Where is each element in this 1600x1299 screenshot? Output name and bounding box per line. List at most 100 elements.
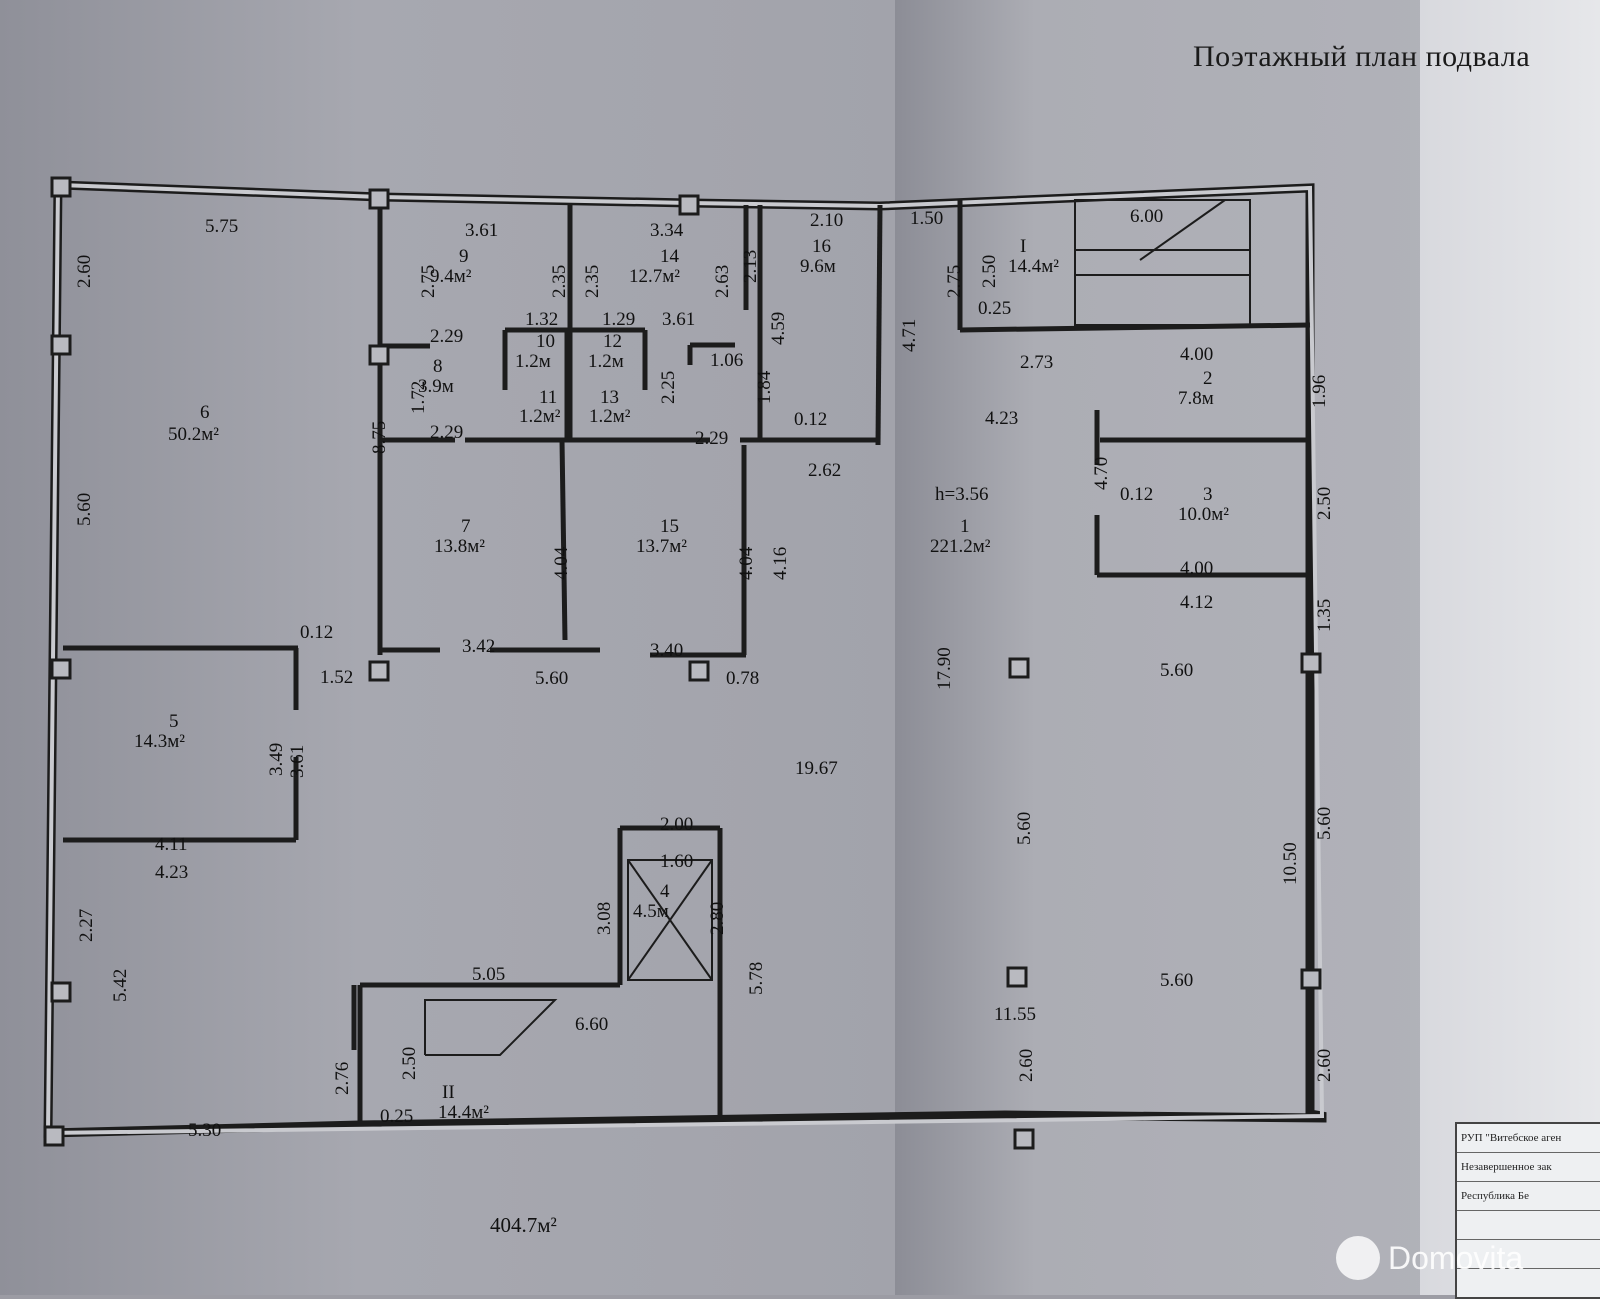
dimension: 2.60	[74, 255, 95, 288]
dimension: 0.12	[300, 622, 333, 643]
staircase-bottom	[424, 999, 558, 1056]
room-label: 8	[433, 356, 443, 377]
stamp-line	[1457, 1211, 1600, 1240]
paper-sheet-edge	[1420, 0, 1600, 1295]
staircase-top	[1074, 199, 1251, 326]
dimension: 1.72	[408, 381, 429, 414]
room-area: 13.8м²	[434, 536, 485, 557]
room-area: 12.7м²	[629, 266, 680, 287]
dimension: 4.12	[1180, 592, 1213, 613]
dimension: 4.71	[899, 319, 920, 352]
dimension: 2.50	[1314, 487, 1335, 520]
dimension: 2.62	[808, 460, 841, 481]
room-label: 9	[459, 246, 469, 267]
room-area: 1.2м²	[589, 406, 631, 427]
dimension: 2.27	[76, 909, 97, 942]
dimension: 4.16	[770, 547, 791, 580]
dimension: 4.00	[1180, 344, 1213, 365]
dimension: 2.29	[430, 326, 463, 347]
dimension: 6.00	[1130, 206, 1163, 227]
domovita-logo-icon	[1336, 1236, 1380, 1280]
dimension: 0.25	[978, 298, 1011, 319]
room-area: 4.5м	[633, 901, 669, 922]
dimension: 0.12	[1120, 484, 1153, 505]
dimension: 2.29	[695, 428, 728, 449]
room-labels: 6 50.2м² 9 9.4м² 14 12.7м² 16 9.6м I 14.…	[134, 236, 1229, 1123]
dimension: 2.75	[418, 265, 439, 298]
dimension: 1.06	[710, 350, 743, 371]
room-label: 12	[603, 331, 622, 352]
room-label: 6	[200, 402, 210, 423]
dimension: 5.60	[1160, 970, 1193, 991]
dimension: 0.78	[726, 668, 759, 689]
dimension: 2.60	[1314, 1049, 1335, 1082]
dimension: 5.60	[535, 668, 568, 689]
dimension: 3.08	[594, 902, 615, 935]
paper-sheet-right	[895, 0, 1455, 1295]
room-label: 2	[1203, 368, 1213, 389]
room-label: 3	[1203, 484, 1213, 505]
dimension: 0.12	[794, 409, 827, 430]
dimension: 1.35	[1314, 599, 1335, 632]
stamp-line: РУП "Витебское аген	[1457, 1124, 1600, 1153]
dimension: 2.35	[582, 265, 603, 298]
dimension: 0.25	[380, 1106, 413, 1127]
total-area: 404.7м²	[490, 1213, 557, 1237]
dimension: 17.90	[934, 647, 955, 690]
room-area: 14.3м²	[134, 731, 185, 752]
dimension: 2.76	[332, 1062, 353, 1095]
dimension: 5.78	[746, 962, 767, 995]
dimension-labels: 5.75 2.60 3.61 2.75 2.35 2.35 3.34 2.63 …	[74, 206, 1335, 1141]
stamp-line: Незавершенное зак	[1457, 1153, 1600, 1182]
room-area: 50.2м²	[168, 424, 219, 445]
dimension: 2.75	[944, 265, 965, 298]
room-label: 16	[812, 236, 831, 257]
dimension: 4.04	[551, 546, 572, 580]
room-area: 1.2м	[588, 351, 624, 372]
dimension: 10.50	[1280, 842, 1301, 885]
watermark-text: Domovita	[1388, 1239, 1524, 1276]
dimension: 2.63	[712, 265, 733, 298]
room-label: 10	[536, 331, 555, 352]
room-label: 11	[539, 387, 557, 408]
dimension: 4.00	[1180, 558, 1213, 579]
room-area: 14.4м²	[438, 1102, 489, 1123]
dimension: 1.29	[602, 309, 635, 330]
dimension: 11.55	[994, 1004, 1036, 1025]
stamp-line: Республика Бе	[1457, 1182, 1600, 1211]
dimension: 4.23	[985, 408, 1018, 429]
room-area: 10.0м²	[1178, 504, 1229, 525]
dimension: 4.04	[736, 546, 757, 580]
dimension: 2.73	[1020, 352, 1053, 373]
dimension: 2.00	[660, 814, 693, 835]
dimension: 1.84	[754, 370, 775, 404]
interior-walls	[63, 200, 1311, 1125]
dimension: 5.60	[1314, 807, 1335, 840]
watermark: Domovita	[1336, 1236, 1523, 1280]
dimension: 2.80	[707, 902, 728, 935]
room-label: 13	[600, 387, 619, 408]
dimension: 8.75	[369, 421, 390, 454]
room-area: 221.2м²	[930, 536, 991, 557]
dimension: 4.70	[1091, 457, 1112, 490]
columns	[43, 176, 1322, 1150]
dimension: 19.67	[795, 758, 838, 779]
elevator-shaft	[627, 859, 713, 981]
outer-walls	[43, 180, 1327, 1138]
room-label: 1	[960, 516, 970, 537]
dimension: 5.60	[1160, 660, 1193, 681]
room-area: 3.9м	[418, 376, 454, 397]
dimension: 3.49	[266, 743, 287, 776]
room-label: 7	[461, 516, 471, 537]
dimension: 5.05	[472, 964, 505, 985]
dimension: 1.96	[1309, 375, 1330, 408]
dimension: 3.61	[465, 220, 498, 241]
room-label: 4	[660, 881, 670, 902]
dimension: 2.35	[549, 265, 570, 298]
room-label: 5	[169, 711, 179, 732]
dimension: 1.52	[320, 667, 353, 688]
dimension: 1.50	[910, 208, 943, 229]
plan-title: Поэтажный план подвала	[1193, 40, 1531, 73]
room-area: 1.2м	[515, 351, 551, 372]
